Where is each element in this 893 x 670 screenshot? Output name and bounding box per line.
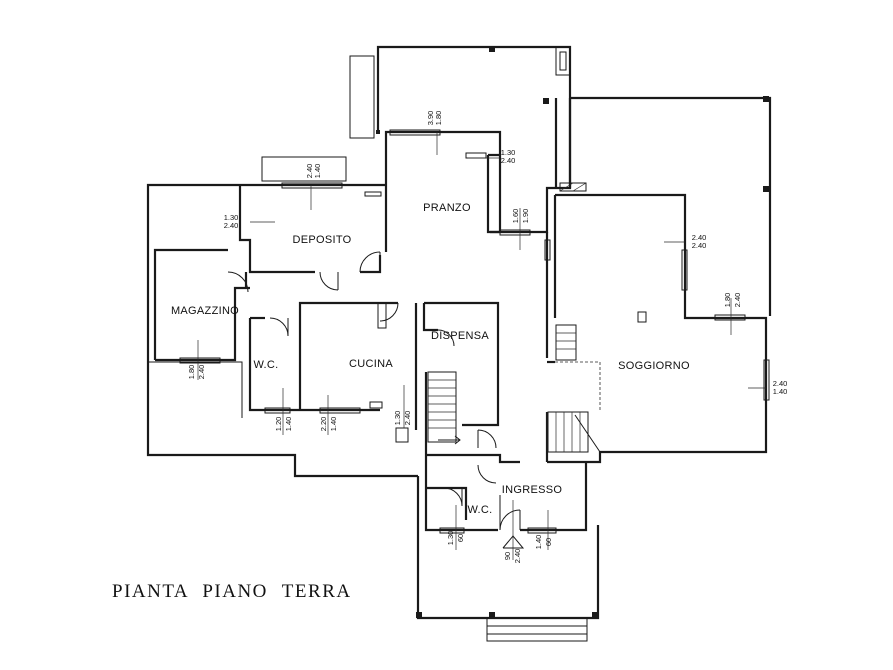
dim-wc-a: 1.20 bbox=[274, 417, 283, 432]
room-label-wc-entry: W.C. bbox=[467, 504, 492, 516]
staircase bbox=[427, 324, 601, 453]
dimension-labels: 3.90 1.80 2.40 1.40 1.60 1.90 1.80 2.40 … bbox=[187, 111, 742, 564]
dim-pranzo-right-b: 2.40 bbox=[501, 156, 516, 165]
room-label-magazzino: MAGAZZINO bbox=[171, 305, 239, 317]
dim-soggiorno-mid-a: 2.40 bbox=[692, 233, 707, 242]
dim-wc-b: 1.40 bbox=[284, 417, 293, 432]
room-label-dispensa: DISPENSA bbox=[431, 330, 489, 342]
dim-cucina-right-b: 2.40 bbox=[403, 411, 412, 426]
dim-wc-entry-a: 1.30 bbox=[446, 531, 455, 546]
dim-cucina-right-a: 1.30 bbox=[393, 411, 402, 426]
windows bbox=[179, 129, 770, 534]
dim-magazzino-a: 1.80 bbox=[187, 365, 196, 380]
room-label-cucina: CUCINA bbox=[349, 358, 393, 370]
room-label-ingresso: INGRESSO bbox=[502, 484, 563, 496]
dim-cucina-b: 1.40 bbox=[329, 417, 338, 432]
room-label-deposito: DEPOSITO bbox=[292, 234, 351, 246]
dim-pranzo-right-a: 1.30 bbox=[501, 148, 516, 157]
dim-magazzino-b: 2.40 bbox=[197, 365, 206, 380]
dim-cucina-a: 2.20 bbox=[319, 417, 328, 432]
dim-ingresso-b: 60 bbox=[544, 538, 553, 546]
dim-deposito-left-b: 2.40 bbox=[224, 221, 239, 230]
room-labels: PRANZO DEPOSITO MAGAZZINO W.C. CUCINA DI… bbox=[171, 202, 690, 516]
dim-ingresso-a: 1.40 bbox=[534, 535, 543, 550]
exterior-walls bbox=[146, 45, 772, 642]
dim-pranzo-top-a: 3.90 bbox=[426, 111, 435, 126]
interior-walls bbox=[153, 98, 768, 532]
dim-wc-entry-b: 60 bbox=[456, 534, 465, 542]
dim-entry-door-b: 2.40 bbox=[513, 549, 522, 564]
dim-soggiorno-top-a: 1.80 bbox=[723, 293, 732, 308]
dim-pranzo-top-b: 1.80 bbox=[434, 111, 443, 126]
room-label-pranzo: PRANZO bbox=[423, 202, 471, 214]
fixtures bbox=[364, 191, 647, 443]
dim-deposito-left-a: 1.30 bbox=[224, 213, 239, 222]
dimension-ticks bbox=[197, 132, 766, 560]
dim-pranzo-bottom-b: 1.90 bbox=[521, 209, 530, 224]
doors bbox=[227, 251, 521, 531]
room-label-wc: W.C. bbox=[253, 359, 278, 371]
dim-entry-door-a: 90 bbox=[503, 552, 512, 560]
dim-soggiorno-right-b: 1.40 bbox=[773, 387, 788, 396]
dim-pranzo-bottom-a: 1.60 bbox=[511, 209, 520, 224]
dimension-labels-horizontal: 1.30 2.40 1.30 2.40 2.40 2.40 2.40 1.40 bbox=[224, 148, 788, 396]
dim-soggiorno-top-b: 2.40 bbox=[733, 293, 742, 308]
dim-deposito-top-a: 2.40 bbox=[305, 164, 314, 179]
room-label-soggiorno: SOGGIORNO bbox=[618, 360, 690, 372]
dim-deposito-top-b: 1.40 bbox=[313, 164, 322, 179]
dim-soggiorno-right-a: 2.40 bbox=[773, 379, 788, 388]
dim-soggiorno-mid-b: 2.40 bbox=[692, 241, 707, 250]
plan-title: PIANTA PIANO TERRA bbox=[112, 581, 352, 602]
